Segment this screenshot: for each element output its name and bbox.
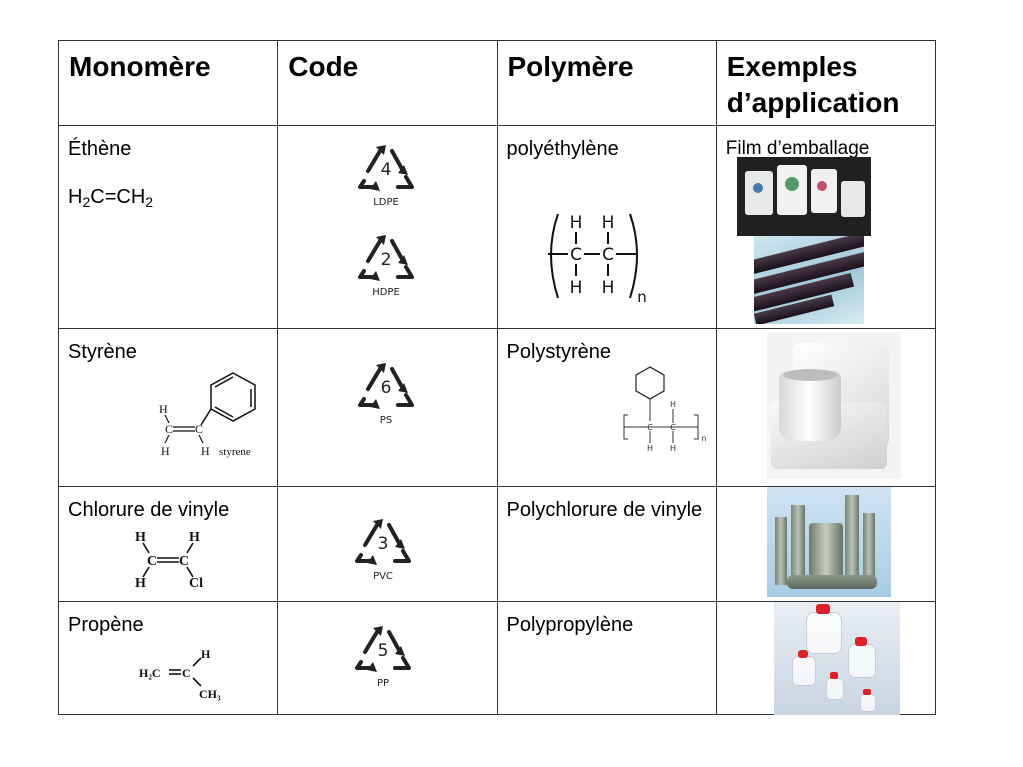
header-monomer: Monomère [57, 39, 279, 127]
svg-text:C: C [602, 245, 614, 265]
polymer-cell: Polystyrène H C C H H n [496, 328, 717, 487]
svg-text:C: C [647, 423, 653, 432]
polymer-cell: Polychlorure de vinyle [496, 485, 717, 602]
svg-text:PS: PS [380, 415, 392, 426]
polymer-cell: polyéthylène H H C C H H n [496, 125, 717, 330]
recycling-code-icon: 2 HDPE [358, 235, 415, 298]
svg-text:H: H [601, 278, 614, 298]
svg-text:PVC: PVC [373, 571, 393, 582]
svg-text:n: n [701, 434, 706, 443]
styrene-structure: H C C H H styrene [159, 372, 256, 458]
polymer-name: Polystyrène [506, 341, 612, 364]
monomer-cell: Propène H₂C C H CH₃ [57, 600, 279, 716]
polymer-table: Monomère Code Polymère Exemples d’applic… [57, 39, 937, 716]
svg-text:H: H [161, 444, 170, 458]
monomer-name: Propène [68, 613, 144, 636]
vinyl-chloride-structure: H H C C H Cl [135, 530, 203, 589]
svg-text:H: H [646, 444, 652, 453]
recycling-code-icon: 6 PS [358, 363, 415, 426]
table-row-ethene: Éthène H2C=CH2 4 LDPE 2 HDPE pol [57, 125, 937, 330]
svg-text:H: H [189, 530, 200, 545]
svg-text:Cl: Cl [189, 576, 203, 589]
svg-text:C: C [179, 554, 189, 569]
svg-text:2: 2 [381, 250, 392, 270]
code-cell: 6 PS [277, 328, 498, 487]
propene-structure: H₂C C H CH₃ [139, 648, 221, 701]
plastic-bottles-photo [773, 601, 900, 715]
svg-text:C: C [165, 422, 173, 436]
svg-text:LDPE: LDPE [373, 197, 399, 208]
svg-text:n: n [637, 288, 647, 306]
svg-text:H: H [569, 278, 582, 298]
pvc-pipes-photo [766, 486, 891, 597]
svg-text:H: H [159, 402, 168, 416]
svg-text:H: H [569, 213, 582, 233]
monomer-name: Styrène [68, 341, 137, 364]
svg-text:HDPE: HDPE [372, 287, 400, 298]
polystyrene-structure: H C C H H n [623, 366, 706, 453]
packaging-bags-photo [736, 157, 871, 237]
svg-text:PP: PP [377, 678, 389, 689]
svg-text:4: 4 [381, 160, 392, 180]
code-cell: 3 PVC [277, 485, 498, 602]
svg-text:CH₃: CH₃ [199, 687, 221, 701]
monomer-cell: Chlorure de vinyle H H C C H Cl [57, 485, 279, 602]
code-cell: 5 PP [277, 600, 498, 716]
polymer-name: polyéthylène [506, 138, 619, 161]
svg-text:H: H [669, 400, 675, 409]
header-row: Monomère Code Polymère Exemples d’applic… [57, 39, 937, 127]
svg-text:H: H [201, 444, 210, 458]
monomer-name: Éthène [68, 138, 132, 161]
svg-text:H: H [669, 444, 675, 453]
recycling-code-icon: 5 PP [355, 625, 412, 689]
svg-text:3: 3 [378, 534, 389, 554]
application-cell [715, 600, 937, 716]
polymer-name: Polychlorure de vinyle [506, 498, 703, 521]
pipes-photo [753, 236, 864, 325]
monomer-cell: Styrène H C C H H styrene [57, 328, 279, 487]
svg-text:H: H [201, 648, 211, 661]
application-cell: Film d’emballage [715, 125, 937, 330]
svg-text:C: C [182, 666, 191, 680]
svg-text:C: C [147, 554, 157, 569]
header-polymer: Polymère [496, 39, 717, 127]
svg-text:H₂C: H₂C [139, 666, 161, 680]
header-applications: Exemples d’application [715, 39, 937, 127]
header-code: Code [277, 39, 498, 127]
polymer-name: Polypropylène [506, 613, 634, 636]
table-row-styrene: Styrène H C C H H styrene [57, 328, 937, 487]
svg-text:C: C [670, 423, 676, 432]
polystyrene-packaging-photo [766, 333, 901, 480]
application-cell [715, 485, 937, 602]
svg-text:C: C [195, 422, 203, 436]
svg-text:H: H [135, 576, 146, 589]
recycling-code-icon: 3 PVC [355, 518, 412, 582]
svg-text:H: H [135, 530, 146, 545]
svg-text:6: 6 [381, 378, 392, 398]
recycling-code-icon: 4 LDPE [358, 145, 415, 208]
code-cell: 4 LDPE 2 HDPE [277, 125, 498, 330]
svg-text:styrene: styrene [219, 446, 251, 458]
polymer-cell: Polypropylène [496, 600, 717, 716]
svg-text:5: 5 [378, 641, 389, 661]
monomer-cell: Éthène H2C=CH2 [57, 125, 279, 330]
polyethylene-structure: H H C C H H n [547, 213, 647, 306]
svg-text:C: C [570, 245, 582, 265]
svg-text:H: H [601, 213, 614, 233]
table-row-vinyl-chloride: Chlorure de vinyle H H C C H Cl [57, 485, 937, 602]
application-cell [715, 328, 937, 487]
table-row-propene: Propène H₂C C H CH₃ 5 [57, 600, 937, 716]
application-label: Film d’emballage [725, 138, 870, 160]
monomer-name: Chlorure de vinyle [68, 498, 230, 521]
monomer-formula: H2C=CH2 [68, 186, 154, 211]
